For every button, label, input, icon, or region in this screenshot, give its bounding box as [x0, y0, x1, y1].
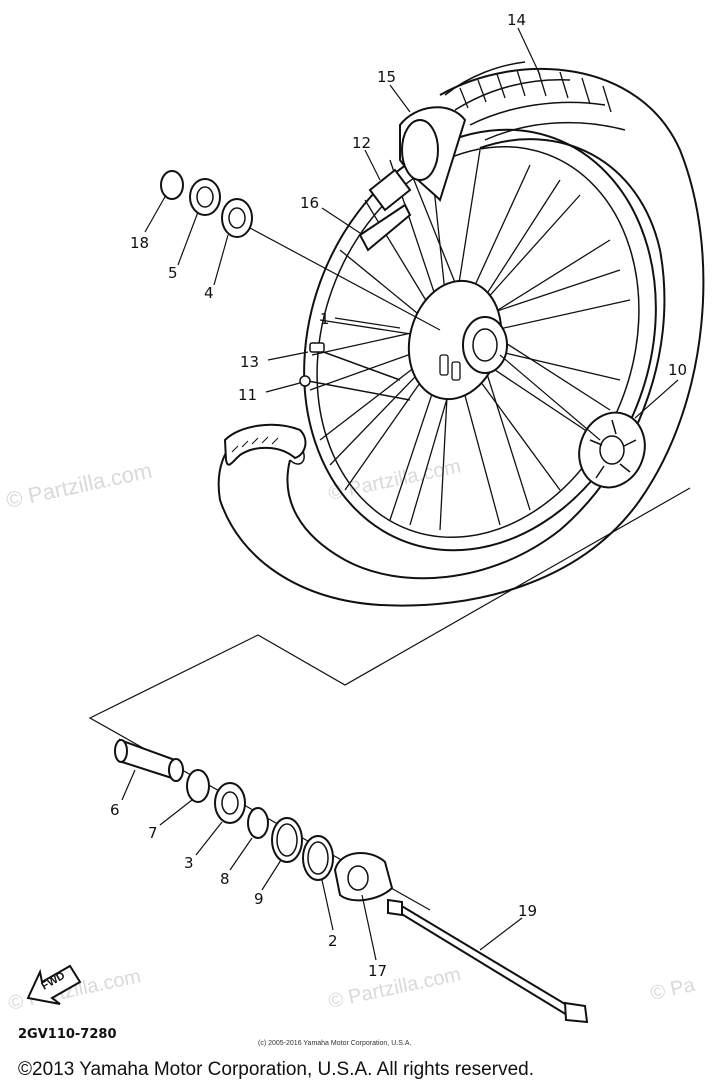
callout-4: 4: [204, 284, 214, 302]
callout-8: 8: [220, 870, 230, 888]
tire: [217, 61, 705, 607]
callout-19: 19: [518, 902, 537, 920]
watermark-bottom-right: © Pa: [648, 974, 697, 1005]
callout-2: 2: [328, 932, 338, 950]
callout-17: 17: [368, 962, 387, 980]
diagram-part-number: 2GV110-7280: [18, 1027, 117, 1042]
callout-10: 10: [668, 361, 687, 379]
callout-6: 6: [110, 801, 120, 819]
rim-band-parts: [358, 106, 467, 252]
spoke-nipple: [299, 342, 411, 401]
callout-15: 15: [377, 68, 396, 86]
rim: [303, 128, 657, 552]
callout-12: 12: [352, 134, 371, 152]
callout-9: 9: [254, 890, 264, 908]
callout-14: 14: [507, 11, 526, 29]
hub: [407, 279, 508, 401]
callout-5: 5: [168, 264, 178, 282]
callout-3: 3: [184, 854, 194, 872]
callout-13: 13: [240, 353, 259, 371]
watermark-bottom-center: © Partzilla.com: [326, 963, 462, 1013]
upper-bearings: [160, 170, 253, 238]
leader-lines: [249, 227, 601, 441]
hub-cover: [578, 411, 646, 489]
exploded-guide: [88, 487, 691, 911]
callout-1: 1: [320, 310, 330, 328]
small-copyright: (c) 2005-2016 Yamaha Motor Corporation, …: [258, 1040, 411, 1047]
callout-7: 7: [148, 824, 158, 842]
callout-leaders: [121, 27, 679, 961]
callout-18: 18: [130, 234, 149, 252]
callout-11: 11: [238, 386, 257, 404]
watermark-left: © Partzilla.com: [4, 458, 154, 513]
callout-16: 16: [300, 194, 319, 212]
lower-parts: [114, 738, 589, 1024]
footer-copyright: ©2013 Yamaha Motor Corporation, U.S.A. A…: [18, 1059, 534, 1080]
